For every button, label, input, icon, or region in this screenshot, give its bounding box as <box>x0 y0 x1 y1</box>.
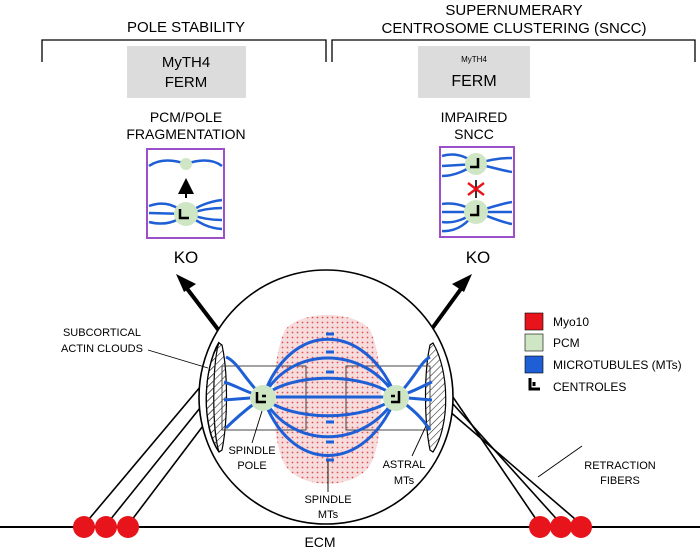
legend-label-myo10: Myo10 <box>553 315 589 329</box>
actin-label-line2: ACTIN CLOUDS <box>61 343 143 355</box>
left-ko-label: KO <box>174 248 199 267</box>
right-ko-box <box>439 146 515 238</box>
left-spindle-pole-pcm <box>250 385 276 411</box>
pole-pcm <box>174 202 198 226</box>
astral-line1: ASTRAL <box>383 459 426 471</box>
heading-sncc-line1: SUPERNUMERARY <box>445 2 582 19</box>
right-myth4-label: MyTH4 <box>461 55 487 64</box>
blocked-x-icon <box>467 182 485 196</box>
legend-swatch-microtubules <box>524 355 544 374</box>
astral-line2: MTs <box>394 475 415 487</box>
left-domain-box <box>127 46 246 98</box>
right-retraction-fibers <box>439 377 583 526</box>
legend-label-pcm: PCM <box>553 336 580 350</box>
lower-pcm <box>464 200 488 224</box>
left-ko-arrowhead <box>176 274 196 292</box>
fragmented-pcm <box>180 158 192 170</box>
heading-sncc-line2: CENTROSOME CLUSTERING (SNCC) <box>381 20 646 37</box>
left-retraction-fibers <box>83 379 213 526</box>
retraction-line1: RETRACTION <box>584 460 656 472</box>
actin-leader-line <box>147 349 209 369</box>
astral-leader <box>411 425 427 457</box>
spindle-microtubules <box>261 337 398 457</box>
centriole-icon <box>528 378 540 391</box>
myo10-right-group <box>529 516 592 538</box>
right-ko-label: KO <box>466 248 491 267</box>
right-actin-cloud <box>424 342 447 453</box>
left-myth4-label: MyTH4 <box>162 54 210 71</box>
actin-label-line1: SUBCORTICAL <box>63 327 141 339</box>
centriole-icon <box>255 392 266 404</box>
right-ko-arrowhead <box>452 274 472 292</box>
centriole-icon <box>178 209 189 220</box>
retraction-leader <box>537 445 583 478</box>
legend-swatch-pcm <box>524 333 544 352</box>
left-ferm-label: FERM <box>165 74 208 91</box>
legend: Myo10 PCM MICROTUBULES (MTs) CENTROLES <box>524 312 682 394</box>
left-actin-cloud-shape <box>205 342 228 453</box>
spindle-pole-leader <box>251 410 263 444</box>
right-phenotype-line1: IMPAIRED <box>441 109 508 125</box>
legend-swatch-myo10 <box>524 312 544 331</box>
heading-pole-stability: POLE STABILITY <box>127 19 245 36</box>
spindle-mts-line2: MTs <box>318 509 339 521</box>
legend-label-microtubules: MICROTUBULES (MTs) <box>553 358 682 372</box>
right-phenotype-line2: SNCC <box>454 126 494 142</box>
centriole-icon <box>391 391 401 404</box>
left-phenotype-line1: PCM/POLE <box>150 109 222 125</box>
right-ferm-label: FERM <box>451 73 496 90</box>
left-bracket <box>41 39 327 62</box>
myo10-left-group <box>73 516 139 538</box>
right-spindle-pole-pcm <box>383 385 409 411</box>
spindle-pole-line1: SPINDLE <box>228 445 275 457</box>
retraction-line2: FIBERS <box>600 475 640 487</box>
right-domain-box <box>418 46 530 98</box>
centriole-icon <box>470 158 480 169</box>
kinetochore-marks <box>326 332 334 462</box>
centriole-icon <box>470 205 480 217</box>
left-phenotype-line2: FRAGMENTATION <box>126 126 245 142</box>
right-bracket <box>331 39 696 62</box>
spindle-mts-line1: SPINDLE <box>304 494 351 506</box>
ecm-label: ECM <box>304 534 335 550</box>
left-ko-box <box>146 148 225 239</box>
spindle-pole-line2: POLE <box>237 460 266 472</box>
upper-pcm <box>465 153 487 175</box>
chromatin-region <box>273 315 382 484</box>
legend-label-centroles: CENTROLES <box>553 380 626 394</box>
